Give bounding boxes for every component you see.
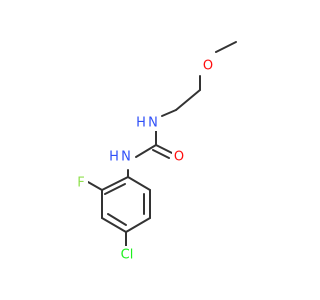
ring-bond-4 bbox=[125, 217, 151, 233]
atom-chlorine: Cl bbox=[121, 248, 134, 263]
bond-fluorine bbox=[87, 181, 103, 191]
atom-n-upper: N bbox=[148, 116, 158, 131]
ring-bond-1-inner bbox=[104, 183, 126, 195]
ring-bond-3-inner bbox=[107, 213, 127, 226]
bond-carbonyl-double-2 bbox=[152, 149, 170, 159]
atom-o-methoxy: O bbox=[203, 59, 213, 74]
atom-h-upper: H bbox=[136, 116, 146, 131]
bond-ch2-ch2 bbox=[175, 89, 201, 111]
molecule-structure: O N H O N H F Cl bbox=[74, 41, 237, 263]
atom-o-carbonyl: O bbox=[174, 150, 184, 165]
atom-h-lower: H bbox=[109, 150, 119, 165]
bond-ch2-nh bbox=[161, 109, 177, 117]
ring-bond-1 bbox=[101, 176, 129, 191]
ring-bond-6 bbox=[127, 176, 151, 191]
ring-bond-3 bbox=[101, 217, 127, 233]
atom-labels: O N H O N H F Cl bbox=[74, 57, 215, 263]
bond-methyl-oxygen bbox=[215, 41, 237, 53]
atom-fluorine: F bbox=[77, 176, 84, 191]
bond-carbonyl-double-1 bbox=[155, 144, 173, 154]
bond-carbonyl-nh bbox=[135, 144, 157, 158]
atom-n-lower: N bbox=[121, 150, 131, 165]
bonds bbox=[87, 41, 237, 247]
